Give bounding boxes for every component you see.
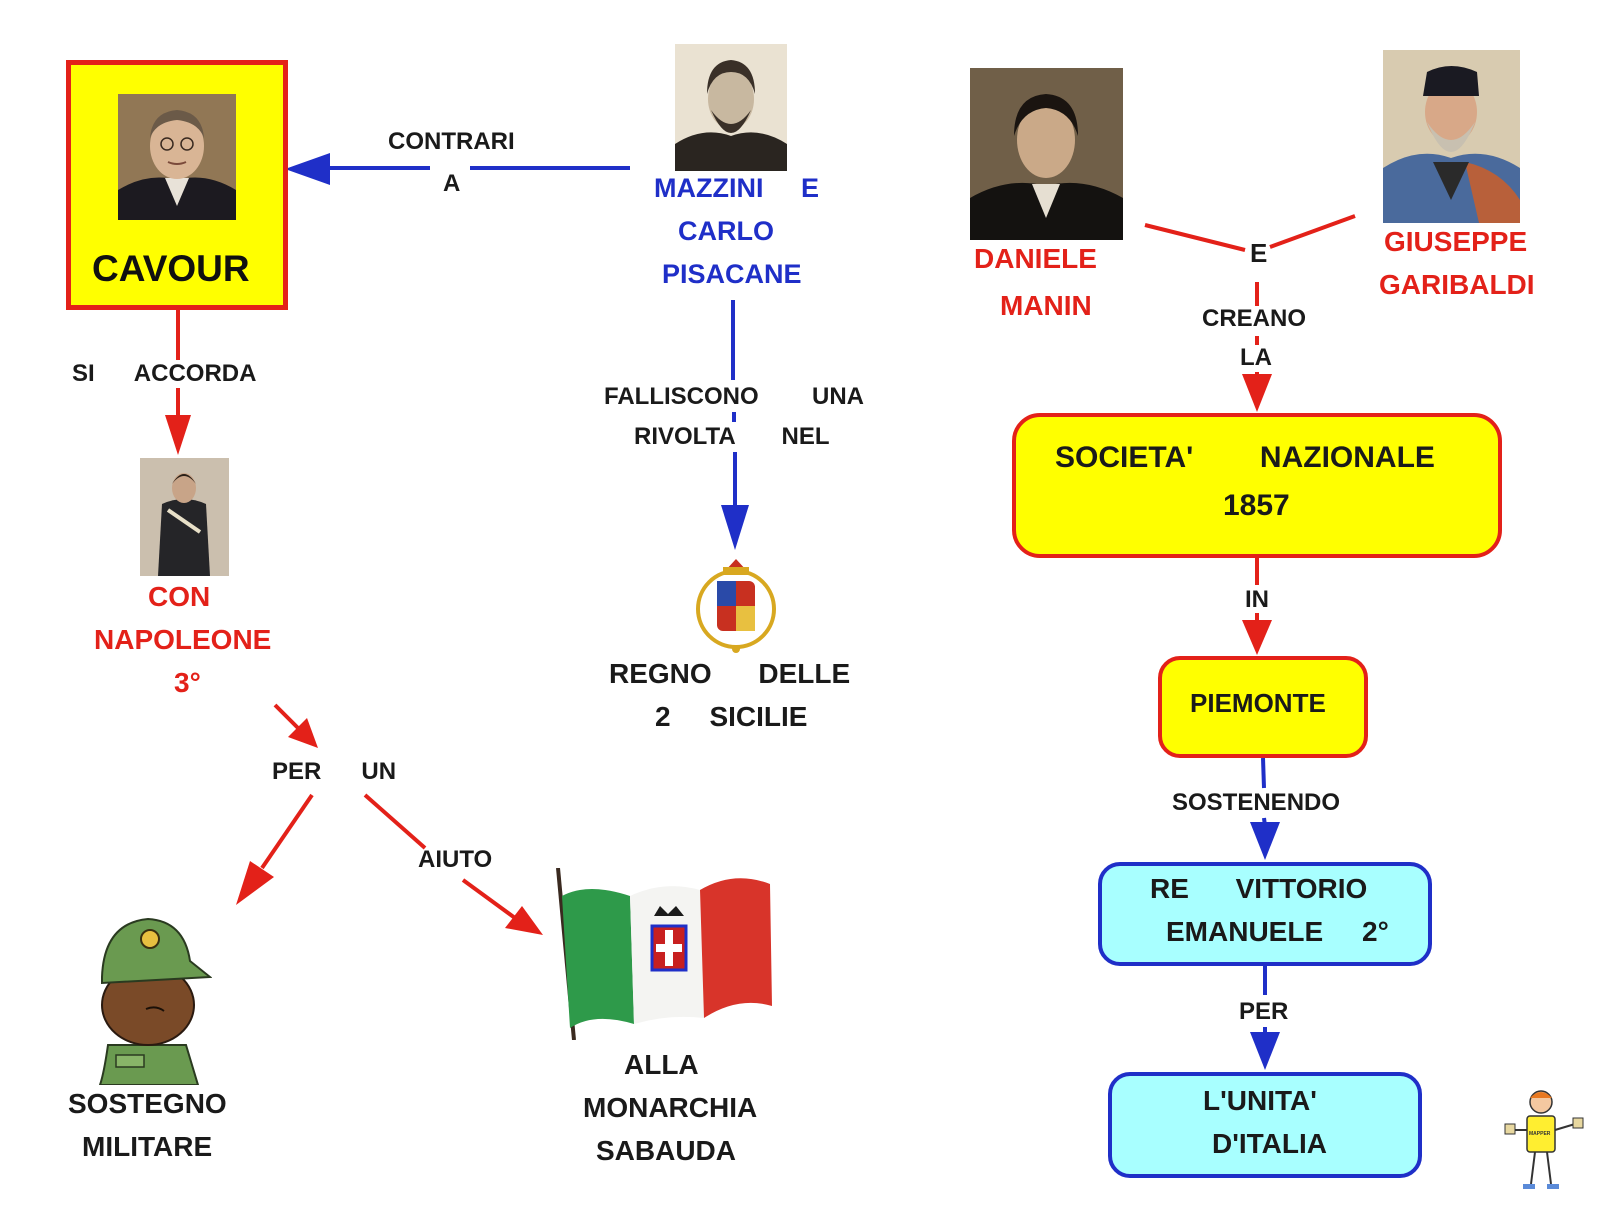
- monarchia-label-2: MONARCHIA: [583, 1092, 758, 1123]
- societa-nazionale-node[interactable]: [1012, 413, 1502, 558]
- mazzini-label-3: PISACANE: [662, 259, 802, 289]
- cavour-portrait: [118, 94, 236, 220]
- unita-label-1: L'UNITA': [1203, 1085, 1317, 1116]
- portrait-cavour-icon: [118, 94, 236, 220]
- soldier-image: [86, 905, 212, 1085]
- mapper-mascot-icon: [1504, 1090, 1584, 1189]
- crest-image: [693, 555, 779, 653]
- regno-label-2: 2 SICILIE: [655, 701, 808, 732]
- portrait-napoleone-icon: [140, 458, 229, 576]
- arrow-falliscono: [721, 300, 749, 550]
- link-aiuto: AIUTO: [418, 846, 493, 873]
- manin-label-2: MANIN: [1000, 290, 1092, 321]
- link-contrari: CONTRARI: [388, 128, 515, 155]
- mascot-image: MAPPER: [1497, 1088, 1593, 1198]
- mazzini-label-1: MAZZINI E: [654, 173, 819, 203]
- portrait-mazzini-icon: [675, 44, 787, 171]
- link-creano: CREANO: [1202, 305, 1307, 332]
- arrow-to-sostegno: [236, 793, 314, 905]
- societa-label-1: SOCIETA' NAZIONALE: [1055, 441, 1435, 474]
- cavour-label: CAVOUR: [92, 248, 250, 289]
- arrow-per: [1250, 965, 1280, 1070]
- garibaldi-label-1: GIUSEPPE: [1384, 226, 1528, 257]
- sostegno-label-2: MILITARE: [82, 1131, 213, 1162]
- napoleone-label-3: 3°: [174, 667, 201, 698]
- mazzini-label-2: CARLO: [678, 216, 774, 246]
- link-per-un: PER UN: [272, 758, 397, 785]
- portrait-manin-icon: [970, 68, 1123, 240]
- mascot-badge: MAPPER: [1529, 1131, 1551, 1137]
- arrow-in: [1242, 558, 1272, 655]
- link-la: LA: [1240, 344, 1272, 371]
- flag-image: [548, 868, 776, 1040]
- arrow-to-per-un: [273, 703, 318, 748]
- link-in: IN: [1245, 586, 1269, 613]
- link-si-accorda: SI ACCORDA: [72, 360, 257, 387]
- link-sostenendo: SOSTENENDO: [1172, 789, 1341, 816]
- re-label-1: RE VITTORIO: [1150, 873, 1368, 904]
- napoleone-label-2: NAPOLEONE: [94, 624, 272, 655]
- italian-flag-savoy-icon: [556, 868, 772, 1040]
- unita-label-2: D'ITALIA: [1212, 1128, 1328, 1159]
- garibaldi-portrait: [1383, 50, 1520, 223]
- piemonte-node[interactable]: [1158, 656, 1368, 758]
- napoleone-portrait: [140, 458, 229, 576]
- arrow-aiuto: [363, 793, 543, 935]
- monarchia-label-1: ALLA: [624, 1049, 699, 1080]
- arrow-si-accorda: [165, 310, 191, 455]
- napoleone-label-1: CON: [148, 581, 211, 612]
- link-per: PER: [1239, 998, 1289, 1025]
- arrow-sostenendo: [1250, 757, 1280, 860]
- coat-of-arms-two-sicilies-icon: [696, 559, 776, 653]
- manin-label-1: DANIELE: [974, 243, 1097, 274]
- regno-label-1: REGNO DELLE: [609, 658, 851, 689]
- piemonte-label: PIEMONTE: [1190, 688, 1326, 718]
- soldier-cartoon-icon: [98, 917, 212, 1085]
- link-falliscono-2: RIVOLTA NEL: [634, 423, 830, 450]
- unita-italia-node[interactable]: [1108, 1072, 1422, 1178]
- link-e: E: [1250, 238, 1268, 268]
- arrow-e-join: [1144, 214, 1356, 412]
- mazzini-portrait: [675, 44, 787, 171]
- re-label-2: EMANUELE 2°: [1166, 916, 1389, 947]
- portrait-garibaldi-icon: [1383, 50, 1520, 223]
- manin-portrait: [970, 68, 1123, 240]
- link-contrari-a: A: [443, 170, 461, 197]
- garibaldi-label-2: GARIBALDI: [1379, 269, 1535, 300]
- arrow-contrari: [285, 153, 630, 185]
- link-falliscono-1: FALLISCONO UNA: [604, 383, 865, 410]
- monarchia-label-3: SABAUDA: [596, 1135, 736, 1166]
- re-vittorio-node[interactable]: [1098, 862, 1432, 966]
- sostegno-label-1: SOSTEGNO: [68, 1088, 227, 1119]
- societa-label-2: 1857: [1223, 489, 1290, 522]
